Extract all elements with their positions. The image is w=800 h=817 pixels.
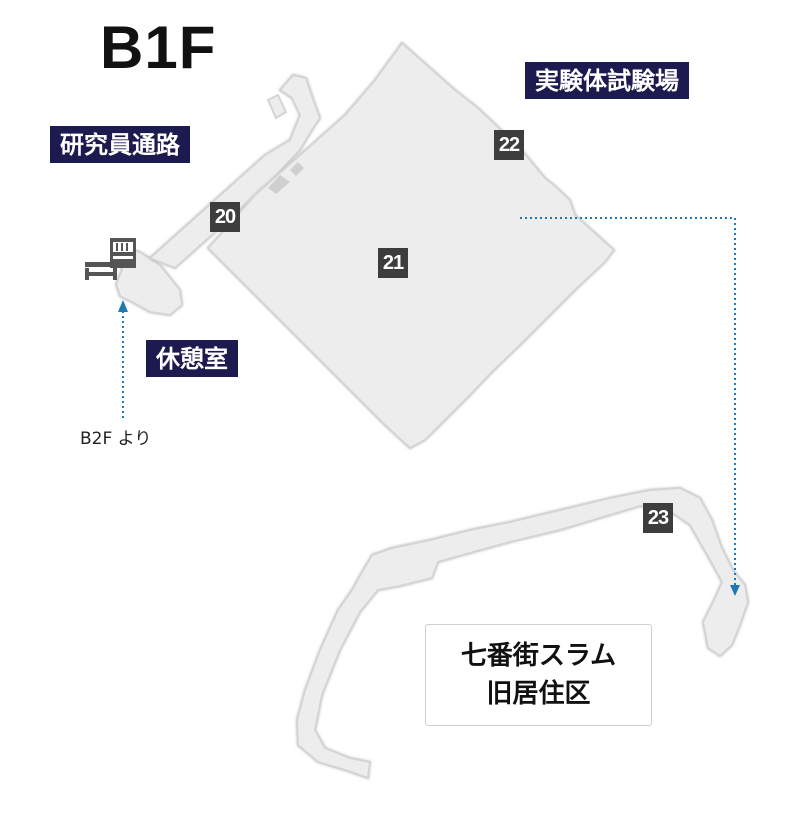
room-number-22: 22 xyxy=(494,130,524,160)
arrow-up-icon xyxy=(118,300,128,312)
arrow-down-icon xyxy=(730,585,740,596)
district-label-box: 七番街スラム 旧居住区 xyxy=(425,624,652,726)
room-number-20: 20 xyxy=(210,202,240,232)
area-label-break-room: 休憩室 xyxy=(146,340,238,377)
old-residential-corridor xyxy=(295,486,750,780)
floor-title: B1F xyxy=(100,14,217,81)
room-number-21: 21 xyxy=(378,248,408,278)
area-label-experiment-field: 実験体試験場 xyxy=(525,62,689,99)
diamond-inner-notch-2 xyxy=(290,162,304,176)
district-name-line2: 旧居住区 xyxy=(486,679,591,709)
entrance-from-b2f: B2F より xyxy=(80,429,152,449)
bench-icon xyxy=(85,262,117,280)
area-label-research-passage: 研究員通路 xyxy=(50,126,190,163)
passage-spur xyxy=(266,93,288,120)
district-name-line1: 七番街スラム xyxy=(460,641,617,671)
route-to-slum xyxy=(520,217,736,585)
diamond-inner-notch xyxy=(268,175,290,194)
room-number-23: 23 xyxy=(643,503,673,533)
